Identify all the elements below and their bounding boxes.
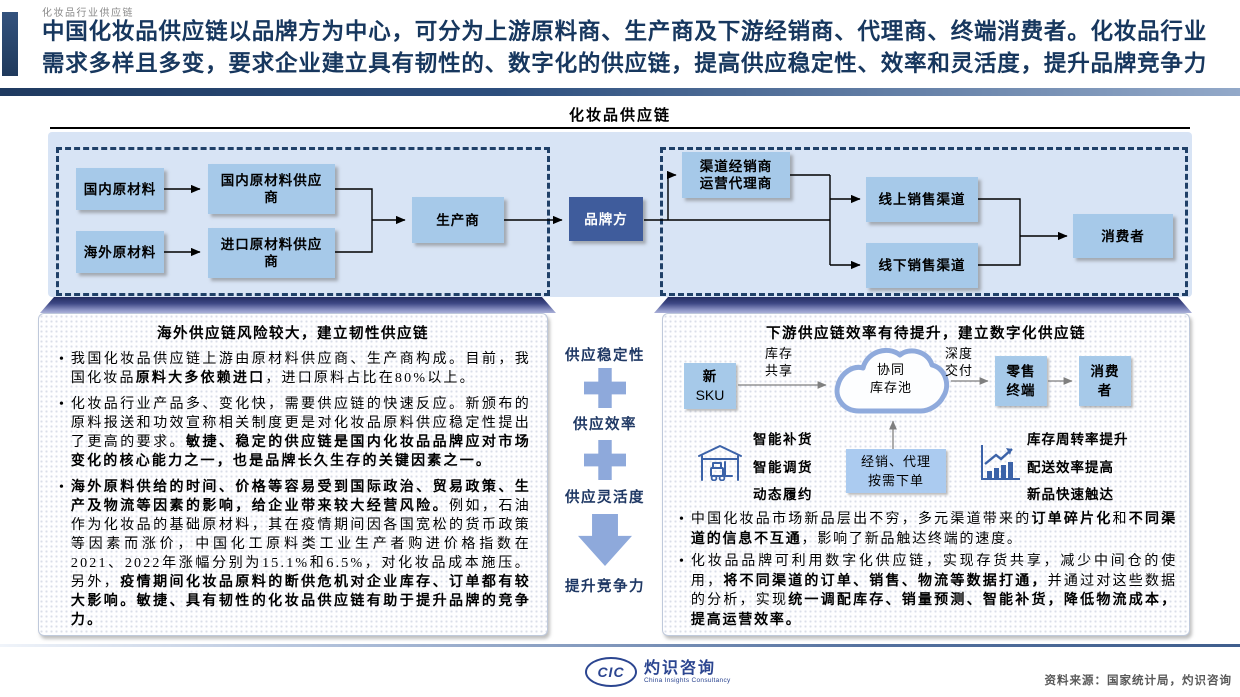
factor-supply-stability: 供应稳定性 xyxy=(565,348,645,364)
bullet-dot xyxy=(59,350,64,388)
label-inventory-sharing-line1: 库存 xyxy=(765,346,794,361)
bullet-text: 海外原料供给的时间、价格等容易受到国际政治、贸易政策、生产及物流等因素的影响，给… xyxy=(70,480,531,628)
footer-divider xyxy=(0,644,1240,647)
node-channel-distributor: 渠道经销商 运营代理商 xyxy=(682,152,790,198)
node-channel-distributor-line2: 运营代理商 xyxy=(699,176,773,191)
node-end-consumer-line1: 消费 xyxy=(1090,364,1120,379)
factor-supply-efficiency: 供应效率 xyxy=(573,417,637,433)
diagram-title: 化妆品供应链 xyxy=(568,108,671,124)
cic-logo-ellipse: CIC xyxy=(585,657,637,687)
capability-dynamic-fulfillment: 动态履约 xyxy=(753,487,813,502)
plus-icon xyxy=(584,440,626,480)
node-channel-distributor-line1: 渠道经销商 xyxy=(699,159,773,174)
node-end-consumer-line2: 者 xyxy=(1097,383,1113,398)
node-consumer: 消费者 xyxy=(1073,214,1173,258)
down-arrow-icon xyxy=(578,514,632,566)
page-title-line1: 中国化妆品供应链以品牌方为中心，可分为上游原料商、生产商及下游经销商、代理商、终… xyxy=(42,19,1208,44)
bullet-dot xyxy=(59,395,64,471)
left-ribbon xyxy=(40,297,556,313)
label-inventory-sharing: 库存 共享 xyxy=(765,345,793,379)
left-panel-title: 海外供应链风险较大，建立韧性供应链 xyxy=(157,326,429,342)
benefit-list: 库存周转率提升 配送效率提高 新品快速触达 xyxy=(1027,426,1129,509)
label-collab-inventory-pool: 协同 库存池 xyxy=(829,361,953,397)
cloud-icon xyxy=(834,348,949,414)
node-retail-terminal-line2: 终端 xyxy=(1006,383,1036,398)
growth-chart-icon xyxy=(981,445,1020,480)
warehouse-forklift-icon xyxy=(698,445,742,481)
downstream-dashed-box xyxy=(660,147,1188,296)
node-retail-terminal: 零售 终端 xyxy=(995,356,1047,406)
cic-logo: CIC 灼识咨询 China Insights Consultancy xyxy=(585,657,731,687)
node-new-sku: 新 SKU xyxy=(684,363,736,409)
node-order-on-demand-line2: 按需下单 xyxy=(867,473,924,488)
node-online-channel: 线上销售渠道 xyxy=(866,177,978,222)
digital-supply-chain-panel: 下游供应链效率有待提升，建立数字化供应链 新 SKU 库存 共享 协同 库存池 … xyxy=(662,313,1190,636)
section-eyebrow: 化妆品行业供应链 xyxy=(42,8,134,19)
label-collab-inventory-pool-line1: 协同 xyxy=(876,362,905,377)
right-panel-bullets: 中国化妆品市场新品层出不穷，多元渠道带来的订单碎片化和不同渠道的信息不互通，影响… xyxy=(679,510,1177,633)
left-panel-bullets: 我国化妆品供应链上游由原材料供应商、生产商构成。目前，我国化妆品原料大多依赖进口… xyxy=(59,350,531,637)
right-ribbon xyxy=(654,297,1192,313)
cic-logo-name-cn: 灼识咨询 xyxy=(644,660,717,677)
node-import-supplier: 进口原材料供应 商 xyxy=(208,228,335,278)
bullet-item: 化妆品品牌可利用数字化供应链，实现存货共享，减少中间仓的使用，将不同渠道的订单、… xyxy=(679,552,1177,630)
node-new-sku-line1: 新 xyxy=(702,369,718,384)
bullet-dot xyxy=(679,510,684,549)
cic-logo-name-en: China Insights Consultancy xyxy=(644,677,731,684)
bullet-text: 化妆品品牌可利用数字化供应链，实现存货共享，减少中间仓的使用，将不同渠道的订单、… xyxy=(690,554,1177,628)
source-note: 资料来源：国家统计局，灼识咨询 xyxy=(1044,675,1232,687)
bullet-item: 化妆品行业产品多、变化快，需要供应链的快速反应。新颁布的原料报送和功效宣称相关制… xyxy=(59,395,531,471)
benefit-new-product-reach: 新品快速触达 xyxy=(1027,487,1114,502)
page-title: 中国化妆品供应链以品牌方为中心，可分为上游原料商、生产商及下游经销商、代理商、终… xyxy=(42,16,1212,80)
cic-logo-names: 灼识咨询 China Insights Consultancy xyxy=(644,660,731,684)
node-brand: 品牌方 xyxy=(569,197,643,241)
benefit-inventory-turnover: 库存周转率提升 xyxy=(1027,432,1129,447)
diagram-top-rule xyxy=(50,127,1190,129)
bullet-dot xyxy=(59,478,64,630)
bullet-text: 化妆品行业产品多、变化快，需要供应链的快速反应。新颁布的原料报送和功效宣称相关制… xyxy=(70,397,532,469)
label-inventory-sharing-line2: 共享 xyxy=(765,363,794,378)
page-title-line2: 需求多样且多变，要求企业建立具有韧性的、数字化的供应链，提高供应稳定性、效率和灵… xyxy=(42,51,1208,76)
bullet-text: 中国化妆品市场新品层出不穷，多元渠道带来的订单碎片化和不同渠道的信息不互通，影响… xyxy=(690,512,1177,547)
node-order-on-demand: 经销、代理 按需下单 xyxy=(846,449,946,493)
bullet-text: 我国化妆品供应链上游由原材料供应商、生产商构成。目前，我国化妆品原料大多依赖进口… xyxy=(70,352,531,386)
bullet-item: 海外原料供给的时间、价格等容易受到国际政治、贸易政策、生产及物流等因素的影响，给… xyxy=(59,478,531,630)
capability-smart-transfer: 智能调货 xyxy=(753,459,813,475)
node-import-supplier-line2: 商 xyxy=(264,254,279,269)
node-retail-terminal-line1: 零售 xyxy=(1006,364,1036,379)
resilient-supply-chain-panel: 海外供应链风险较大，建立韧性供应链 我国化妆品供应链上游由原材料供应商、生产商构… xyxy=(38,313,548,636)
header-divider-bar xyxy=(0,88,1240,96)
bullet-item: 中国化妆品市场新品层出不穷，多元渠道带来的订单碎片化和不同渠道的信息不互通，影响… xyxy=(679,510,1177,549)
header-accent-block xyxy=(2,12,18,76)
node-import-supplier-line1: 进口原材料供应 xyxy=(220,237,323,252)
node-domestic-supplier: 国内原材料供应 商 xyxy=(208,164,335,214)
node-manufacturer: 生产商 xyxy=(412,197,504,243)
node-domestic-raw-material: 国内原材料 xyxy=(76,168,164,210)
label-deep-delivery-line1: 深度 xyxy=(945,346,974,361)
benefit-delivery-efficiency: 配送效率提高 xyxy=(1027,459,1114,475)
node-end-consumer: 消费 者 xyxy=(1079,356,1131,406)
node-order-on-demand-line1: 经销、代理 xyxy=(860,454,931,469)
right-panel-title: 下游供应链效率有待提升，建立数字化供应链 xyxy=(766,326,1086,342)
node-domestic-supplier-line2: 商 xyxy=(264,190,279,205)
node-domestic-supplier-line1: 国内原材料供应 xyxy=(220,173,323,188)
label-deep-delivery: 深度 交付 xyxy=(945,345,973,379)
result-competitiveness: 提升竞争力 xyxy=(565,579,645,595)
node-offline-channel: 线下销售渠道 xyxy=(866,243,978,288)
node-new-sku-line2: SKU xyxy=(695,387,725,403)
bullet-dot xyxy=(679,552,684,630)
label-collab-inventory-pool-line2: 库存池 xyxy=(869,380,912,395)
bullet-item: 我国化妆品供应链上游由原材料供应商、生产商构成。目前，我国化妆品原料大多依赖进口… xyxy=(59,350,531,388)
plus-icon xyxy=(584,368,626,408)
smart-capability-list: 智能补货 智能调货 动态履约 xyxy=(753,426,813,509)
upstream-dashed-box xyxy=(56,147,550,296)
factor-supply-flexibility: 供应灵活度 xyxy=(565,490,645,506)
label-deep-delivery-line2: 交付 xyxy=(945,363,974,378)
node-overseas-raw-material: 海外原材料 xyxy=(76,231,164,273)
capability-smart-replenishment: 智能补货 xyxy=(753,432,813,447)
